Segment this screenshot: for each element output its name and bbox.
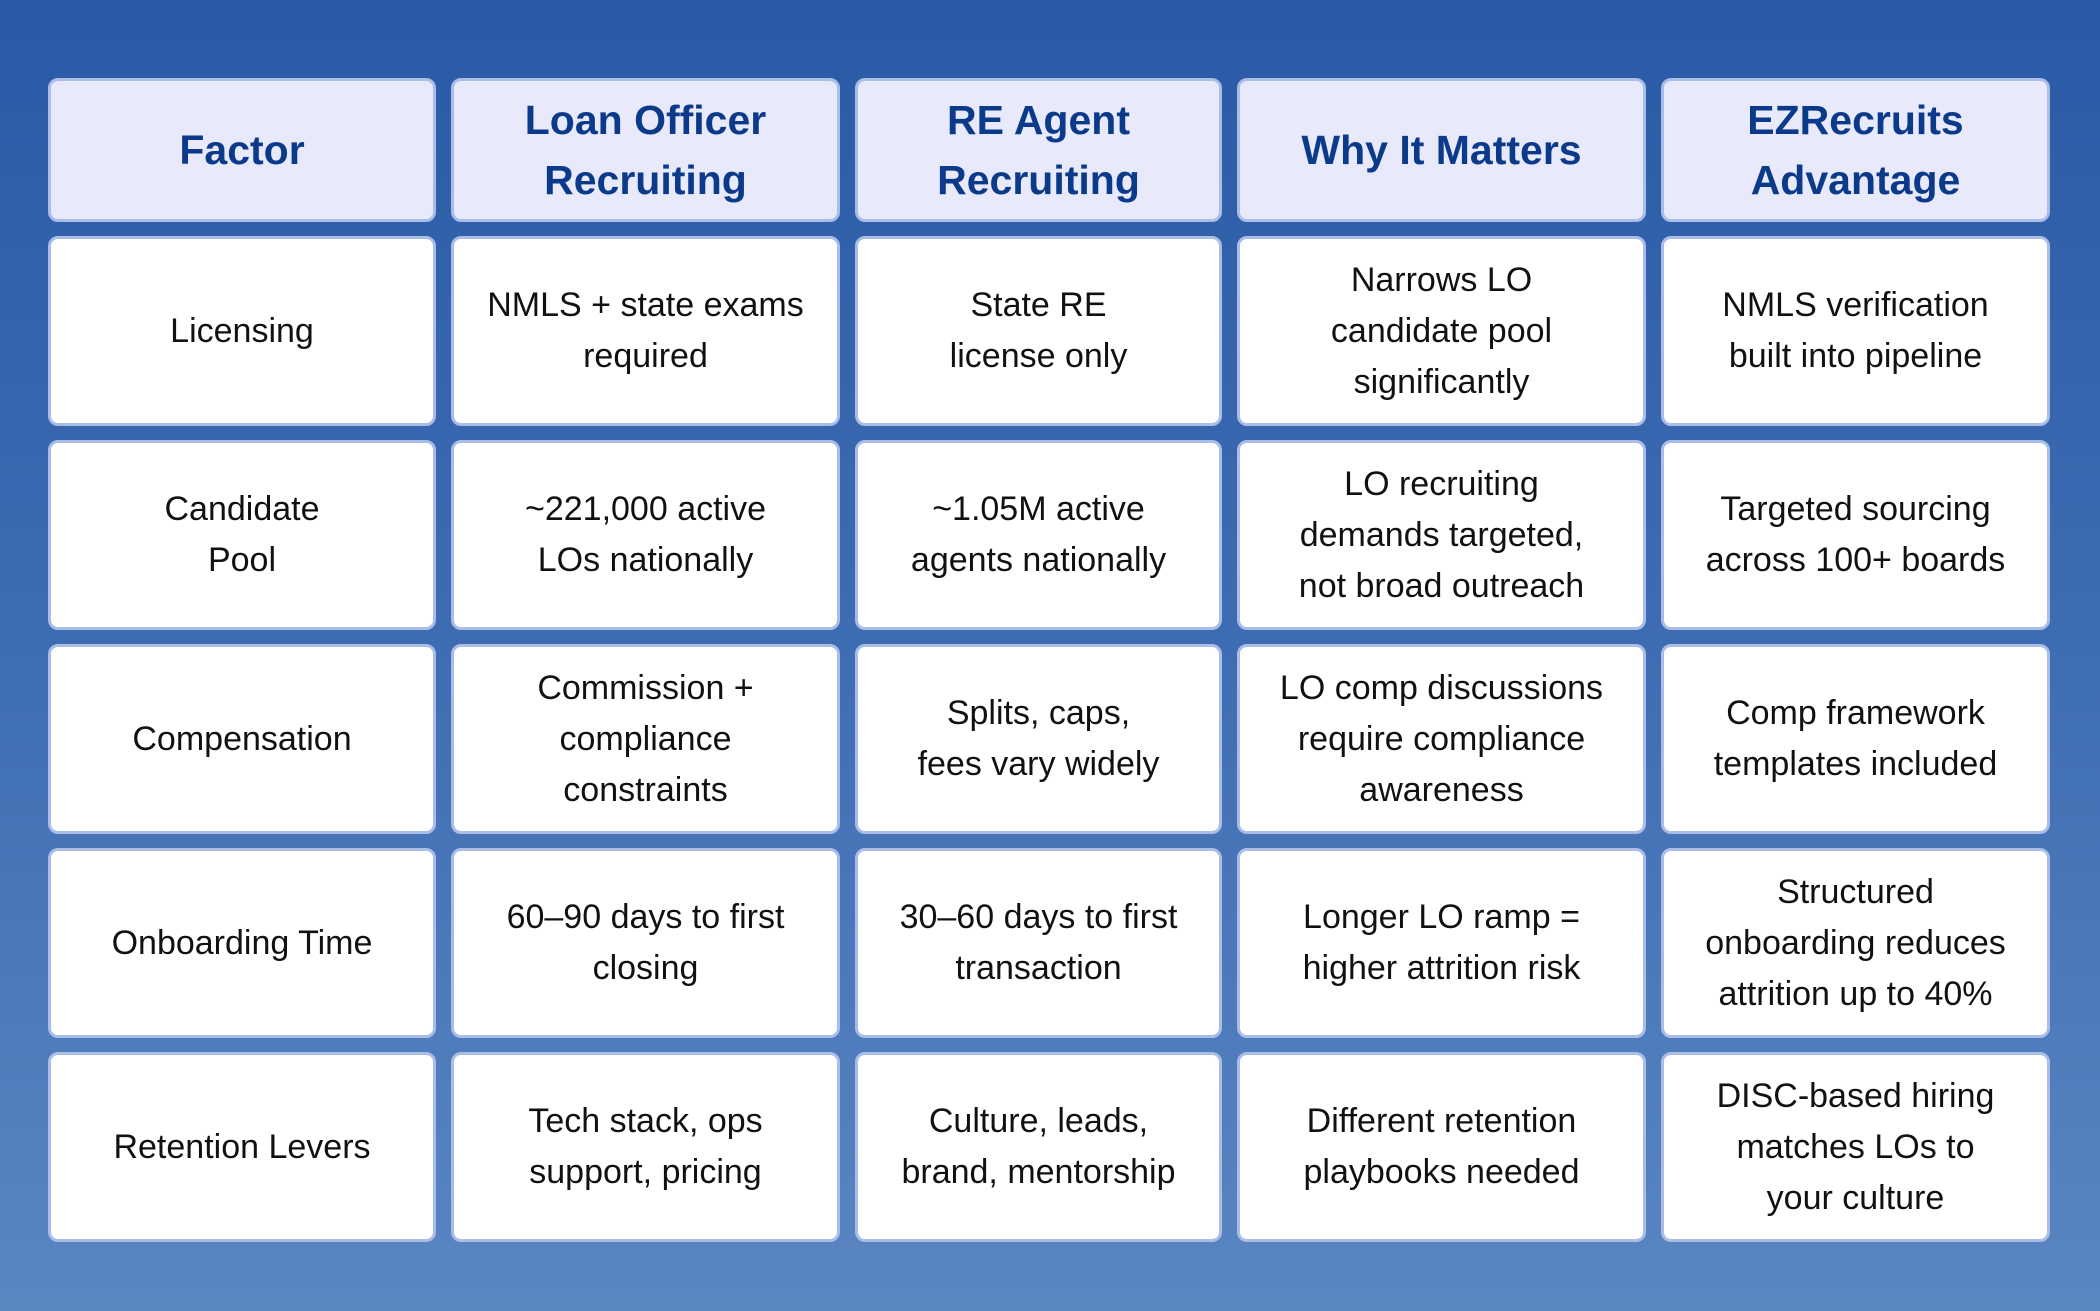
header-re-agent-recruiting: RE Agent Recruiting <box>855 78 1222 222</box>
row-loan-officer-cell: ~221,000 active LOs nationally <box>451 440 840 630</box>
row-why-it-matters-cell: LO comp discussions require compliance a… <box>1237 644 1646 834</box>
row-ezrecruits-advantage-cell: Targeted sourcing across 100+ boards <box>1661 440 2050 630</box>
row-loan-officer-cell: 60–90 days to first closing <box>451 848 840 1038</box>
row-factor-cell: Licensing <box>48 236 436 426</box>
row-re-agent-cell: Culture, leads, brand, mentorship <box>855 1052 1222 1242</box>
row-loan-officer-cell: Commission + compliance constraints <box>451 644 840 834</box>
row-re-agent-cell: 30–60 days to first transaction <box>855 848 1222 1038</box>
row-why-it-matters-cell: Longer LO ramp = higher attrition risk <box>1237 848 1646 1038</box>
row-factor-cell: Onboarding Time <box>48 848 436 1038</box>
header-ezrecruits-advantage: EZRecruits Advantage <box>1661 78 2050 222</box>
row-ezrecruits-advantage-cell: Structured onboarding reduces attrition … <box>1661 848 2050 1038</box>
header-factor: Factor <box>48 78 436 222</box>
header-why-it-matters: Why It Matters <box>1237 78 1646 222</box>
row-ezrecruits-advantage-cell: Comp framework templates included <box>1661 644 2050 834</box>
row-re-agent-cell: Splits, caps, fees vary widely <box>855 644 1222 834</box>
row-why-it-matters-cell: Narrows LO candidate pool significantly <box>1237 236 1646 426</box>
row-ezrecruits-advantage-cell: DISC-based hiring matches LOs to your cu… <box>1661 1052 2050 1242</box>
row-factor-cell: Candidate Pool <box>48 440 436 630</box>
row-why-it-matters-cell: LO recruiting demands targeted, not broa… <box>1237 440 1646 630</box>
row-loan-officer-cell: NMLS + state exams required <box>451 236 840 426</box>
row-ezrecruits-advantage-cell: NMLS verification built into pipeline <box>1661 236 2050 426</box>
row-loan-officer-cell: Tech stack, ops support, pricing <box>451 1052 840 1242</box>
row-why-it-matters-cell: Different retention playbooks needed <box>1237 1052 1646 1242</box>
row-re-agent-cell: State RE license only <box>855 236 1222 426</box>
row-re-agent-cell: ~1.05M active agents nationally <box>855 440 1222 630</box>
row-factor-cell: Compensation <box>48 644 436 834</box>
comparison-table: Factor Loan Officer Recruiting RE Agent … <box>48 78 2050 1242</box>
header-loan-officer-recruiting: Loan Officer Recruiting <box>451 78 840 222</box>
row-factor-cell: Retention Levers <box>48 1052 436 1242</box>
